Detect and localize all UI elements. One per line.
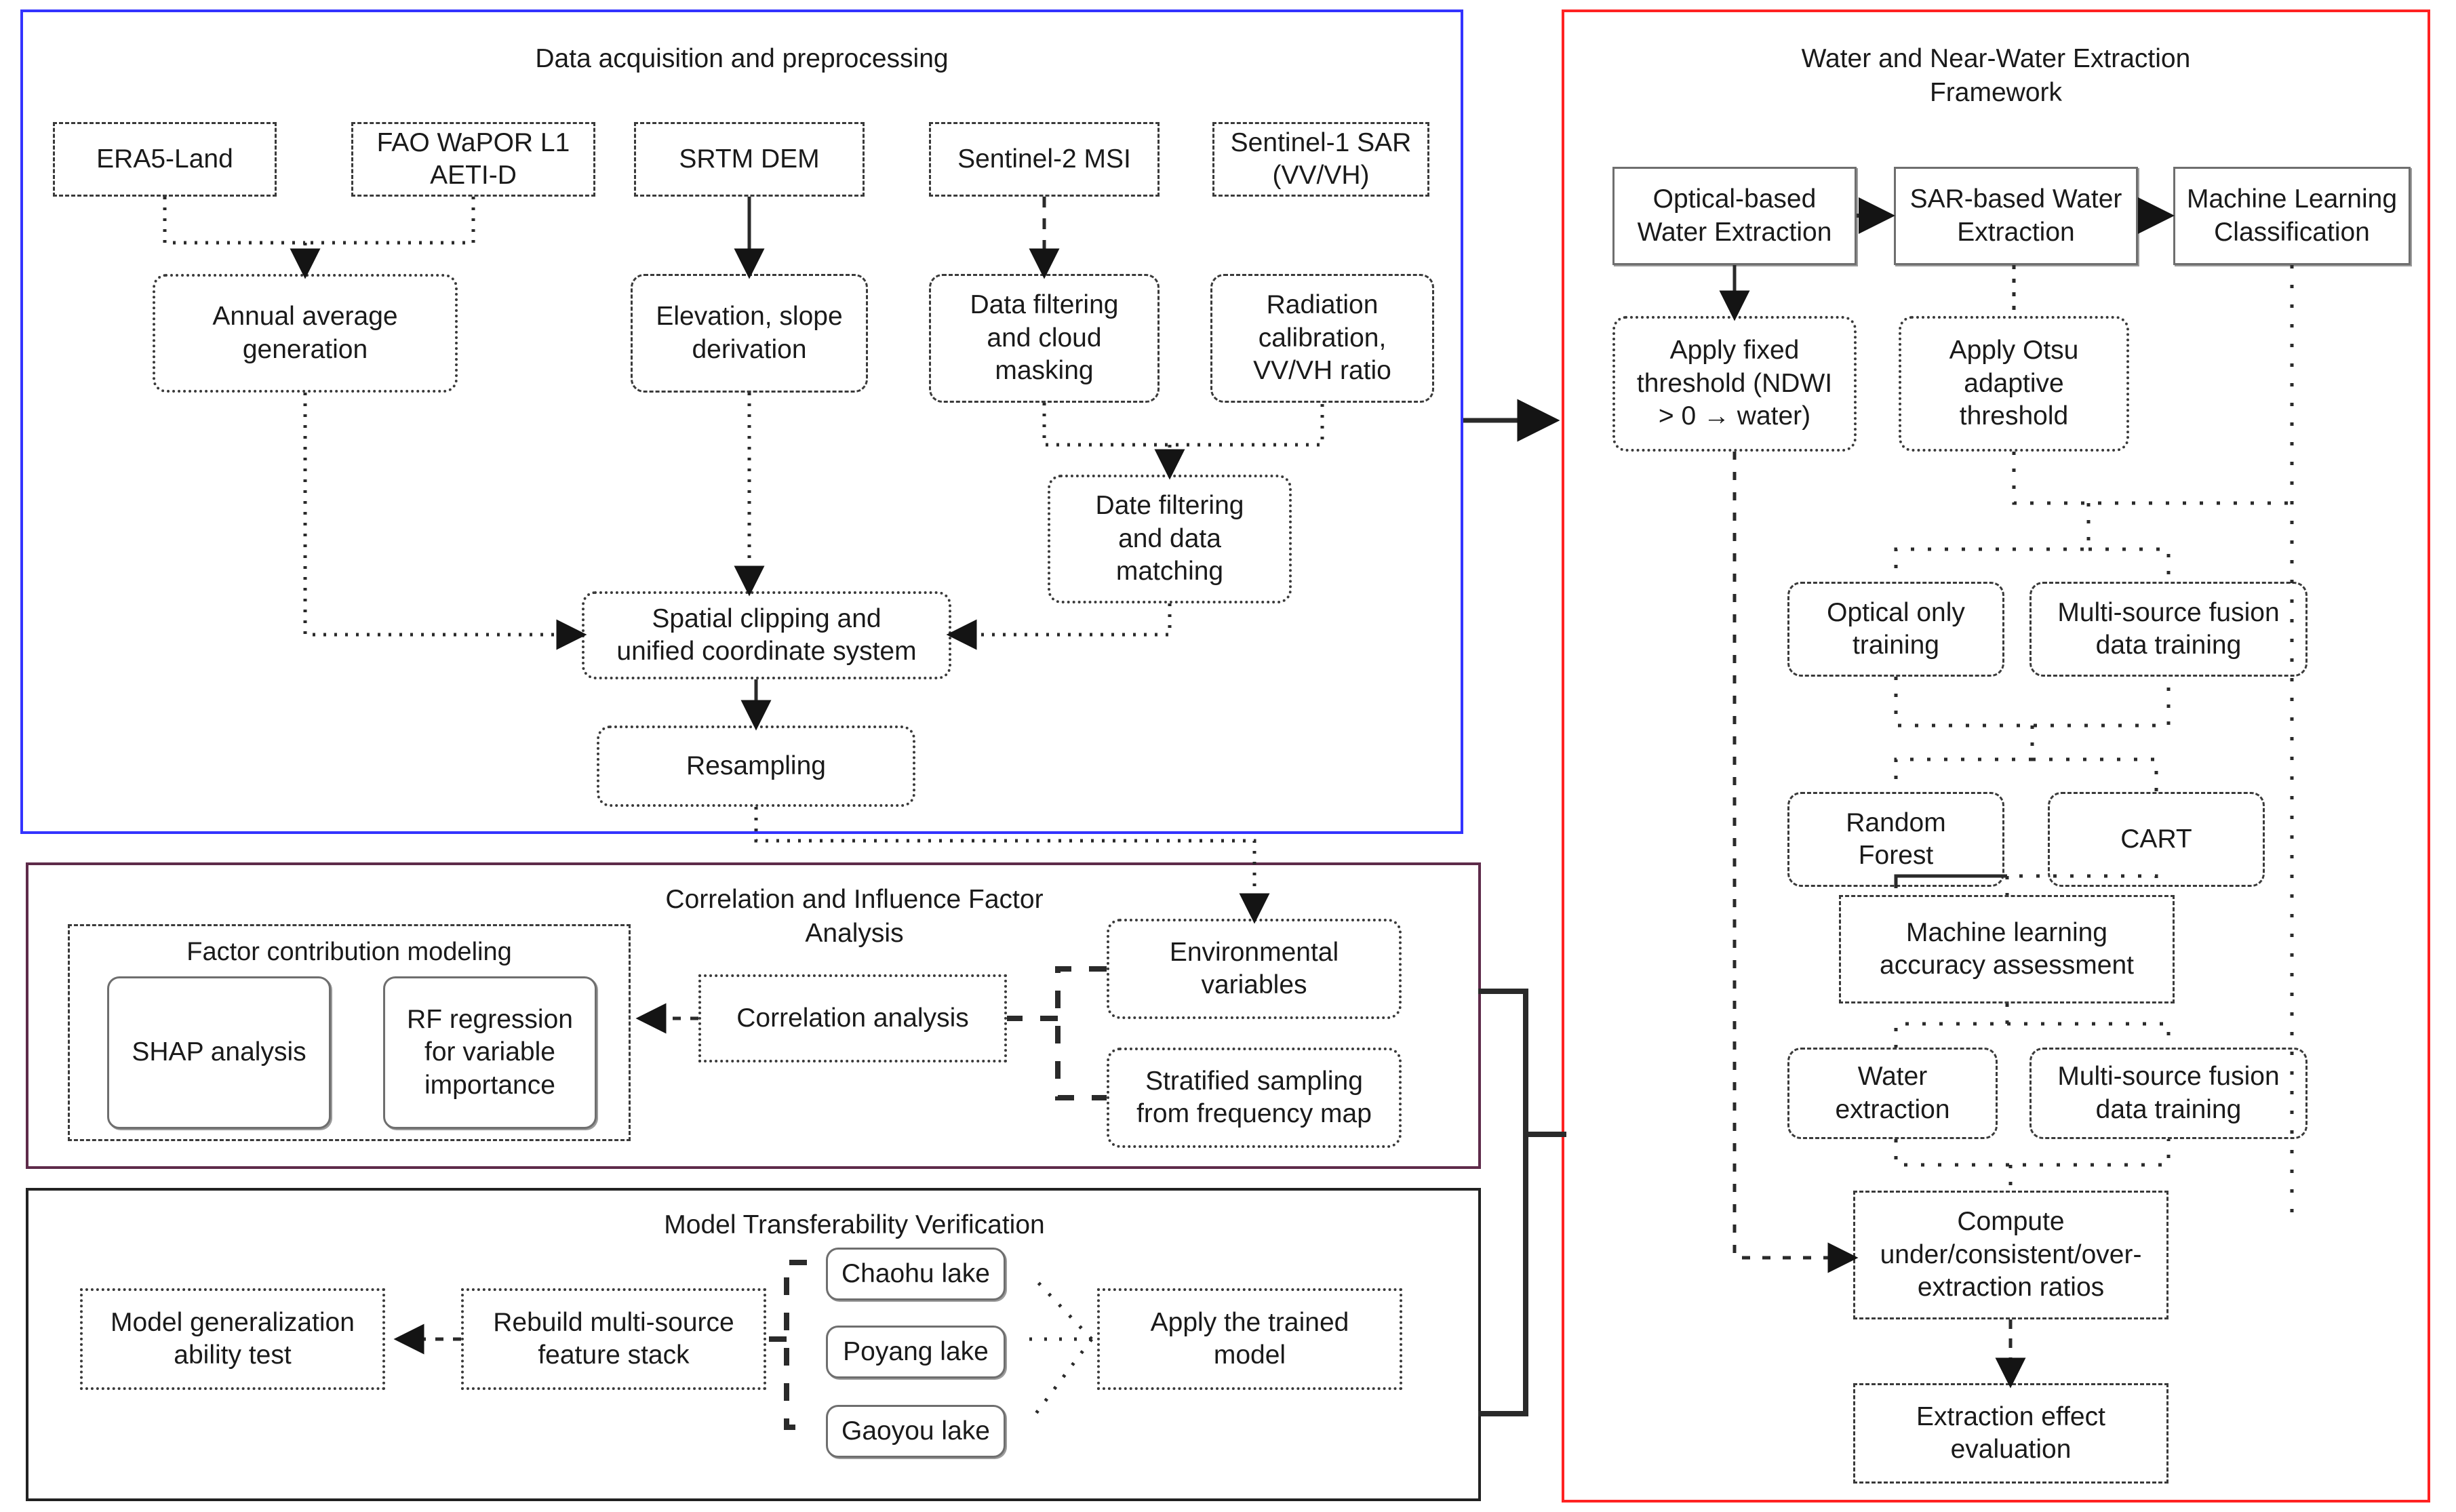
node-radiation-calibration: Radiation calibration, VV/VH ratio [1210, 274, 1434, 403]
node-ml-accuracy-assessment: Machine learning accuracy assessment [1839, 895, 2175, 1003]
node-srtm-dem: SRTM DEM [634, 122, 865, 197]
node-sar-based-water-extraction: SAR-based Water Extraction [1894, 167, 2138, 265]
node-cart: CART [2048, 792, 2265, 887]
node-data-filtering-cloud-masking: Data filtering and cloud masking [929, 274, 1160, 403]
node-multi-source-fusion-training-1: Multi-source fusion data training [2029, 582, 2308, 677]
node-stratified-sampling: Stratified sampling from frequency map [1107, 1048, 1402, 1148]
node-date-filtering-data-matching: Date filtering and data matching [1048, 475, 1292, 603]
panel-data-acquisition-title: Data acquisition and preprocessing [535, 44, 949, 73]
node-water-extraction: Water extraction [1787, 1048, 1998, 1139]
node-model-generalization-test: Model generalization ability test [80, 1288, 385, 1390]
node-extraction-effect-evaluation: Extraction effect evaluation [1853, 1383, 2168, 1484]
group-factor-contribution-modeling-label: Factor contribution modeling [186, 938, 512, 966]
node-apply-trained-model: Apply the trained model [1097, 1288, 1402, 1390]
node-chaohu-lake: Chaohu lake [826, 1248, 1006, 1300]
node-random-forest: Random Forest [1787, 792, 2004, 887]
node-resampling: Resampling [597, 725, 915, 807]
panel-water-extraction-title: Water and Near-Water Extraction Framewor… [1801, 44, 2191, 107]
node-fao-wapor: FAO WaPOR L1 AETI-D [351, 122, 595, 197]
node-apply-fixed-threshold: Apply fixed threshold (NDWI > 0 → water) [1612, 316, 1857, 452]
node-apply-otsu-threshold: Apply Otsu adaptive threshold [1899, 316, 2129, 452]
node-annual-average-generation: Annual average generation [153, 274, 458, 393]
node-rf-regression: RF regression for variable importance [383, 976, 597, 1129]
node-environmental-variables: Environmental variables [1107, 919, 1402, 1019]
node-spatial-clipping: Spatial clipping and unified coordinate … [582, 591, 951, 679]
node-optical-based-water-extraction: Optical-based Water Extraction [1612, 167, 1857, 265]
node-compute-extraction-ratios: Compute under/consistent/over- extractio… [1853, 1191, 2168, 1319]
node-elevation-slope-derivation: Elevation, slope derivation [631, 274, 868, 393]
node-poyang-lake: Poyang lake [826, 1326, 1006, 1378]
node-correlation-analysis: Correlation analysis [698, 974, 1007, 1062]
node-shap-analysis: SHAP analysis [107, 976, 331, 1129]
node-sentinel1-sar: Sentinel-1 SAR (VV/VH) [1212, 122, 1429, 197]
node-sentinel2-msi: Sentinel-2 MSI [929, 122, 1160, 197]
node-rebuild-feature-stack: Rebuild multi-source feature stack [461, 1288, 766, 1390]
panel-model-transferability-title: Model Transferability Verification [664, 1210, 1045, 1239]
node-multi-source-fusion-training-2: Multi-source fusion data training [2029, 1048, 2308, 1139]
node-gaoyou-lake: Gaoyou lake [826, 1405, 1006, 1458]
node-era5-land: ERA5-Land [53, 122, 277, 197]
node-machine-learning-classification: Machine Learning Classification [2173, 167, 2411, 265]
node-optical-only-training: Optical only training [1787, 582, 2004, 677]
